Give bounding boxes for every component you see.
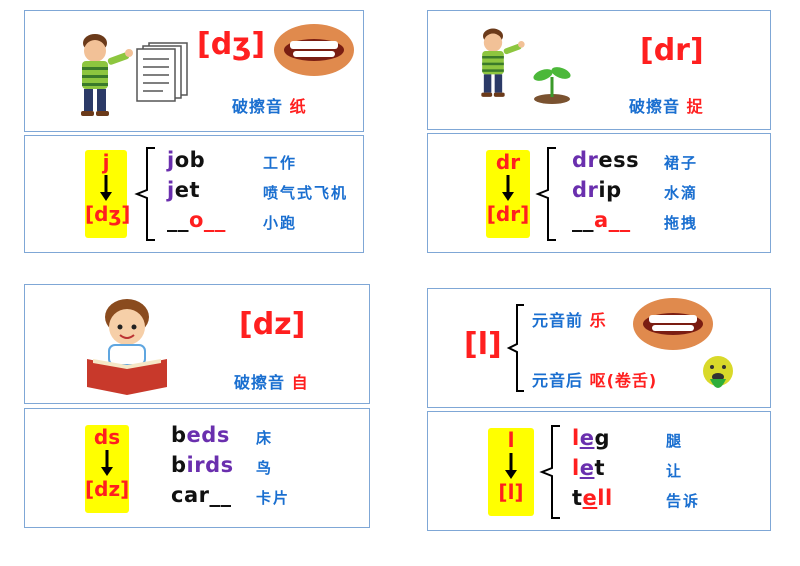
word-meaning: 腿	[666, 432, 684, 450]
example-word: birds	[171, 453, 234, 477]
spelling-label: dr	[495, 150, 521, 174]
example-word: job	[167, 148, 206, 172]
example-word: tell	[572, 486, 613, 510]
spelling-sound-box: ds [dz]	[85, 425, 129, 513]
sound-label: [dz]	[85, 477, 130, 501]
seedling-icon	[528, 57, 576, 109]
boy-pointing-icon	[65, 29, 137, 121]
word-meaning: 水滴	[664, 184, 699, 202]
before-vowel-line: 元音前 乐	[532, 311, 607, 330]
arrow-down-icon	[101, 450, 113, 476]
arrow-down-icon	[502, 175, 514, 201]
example-word: let	[572, 456, 605, 480]
example-word: __o__	[167, 208, 226, 232]
example-word: drip	[572, 178, 622, 202]
word-meaning: 拖拽	[664, 214, 699, 232]
arrow-down-icon	[100, 175, 112, 201]
spelling-sound-box: dr [dr]	[486, 150, 530, 238]
spelling-label: j	[102, 150, 110, 174]
card-dzh-top: [dʒ] 破擦音 纸	[24, 10, 364, 132]
card-dz-bottom: ds [dz] beds birds car__ 床 鸟 卡片	[24, 408, 370, 528]
word-meaning: 小跑	[263, 214, 298, 232]
spelling-sound-box: j [dʒ]	[85, 150, 131, 238]
word-meaning: 喷气式飞机	[263, 184, 349, 202]
documents-icon	[135, 41, 191, 107]
sound-label: [l]	[498, 480, 524, 504]
reading-boy-icon	[79, 293, 175, 401]
phonetic-symbol: [dz]	[239, 307, 306, 342]
spelling-label: l	[507, 428, 515, 452]
sound-label: [dr]	[486, 202, 530, 226]
example-word: __a__	[572, 208, 631, 232]
spelling-sound-box: l [l]	[488, 428, 534, 516]
example-word: dress	[572, 148, 640, 172]
bracket-icon	[539, 425, 560, 519]
mouth-icon	[271, 19, 357, 85]
word-meaning: 告诉	[666, 492, 701, 510]
word-meaning: 床	[256, 429, 274, 447]
card-dz-top: [dz] 破擦音 自	[24, 284, 370, 404]
boy-pointing-icon	[468, 19, 528, 107]
word-meaning: 裙子	[664, 154, 699, 172]
arrow-down-icon	[505, 453, 517, 479]
card-dzh-bottom: j [dʒ] job jet __o__ 工作 喷气式飞机 小跑	[24, 135, 364, 253]
phonetic-symbol: [dr]	[640, 33, 704, 68]
mouth-icon	[630, 293, 716, 359]
bracket-icon	[506, 304, 524, 392]
example-word: leg	[572, 426, 610, 450]
sound-type-line: 破擦音 自	[234, 373, 309, 392]
bracket-icon	[134, 147, 155, 241]
example-word: car__	[171, 483, 232, 507]
sick-face-icon	[698, 353, 738, 397]
sound-type-line: 破擦音 捉	[629, 97, 704, 116]
sound-type-line: 破擦音 纸	[232, 97, 307, 116]
word-meaning: 卡片	[256, 489, 291, 507]
example-word: jet	[167, 178, 200, 202]
phonetic-symbol: [dʒ]	[197, 27, 266, 62]
phonetic-symbol: [l]	[464, 327, 502, 362]
spelling-label: ds	[93, 425, 121, 449]
card-dr-bottom: dr [dr] dress drip __a__ 裙子 水滴 拖拽	[427, 133, 771, 253]
sound-label: [dʒ]	[85, 202, 131, 226]
after-vowel-line: 元音后 呕(卷舌)	[532, 371, 658, 390]
example-word: beds	[171, 423, 230, 447]
card-dr-top: [dr] 破擦音 捉	[427, 10, 771, 130]
word-meaning: 工作	[263, 154, 298, 172]
word-meaning: 让	[666, 462, 684, 480]
card-l-top: [l] 元音前 乐 元音后 呕(卷舌)	[427, 288, 771, 408]
word-meaning: 鸟	[256, 459, 274, 477]
card-l-bottom: l [l] leg let tell 腿 让 告诉	[427, 411, 771, 531]
bracket-icon	[535, 147, 556, 241]
